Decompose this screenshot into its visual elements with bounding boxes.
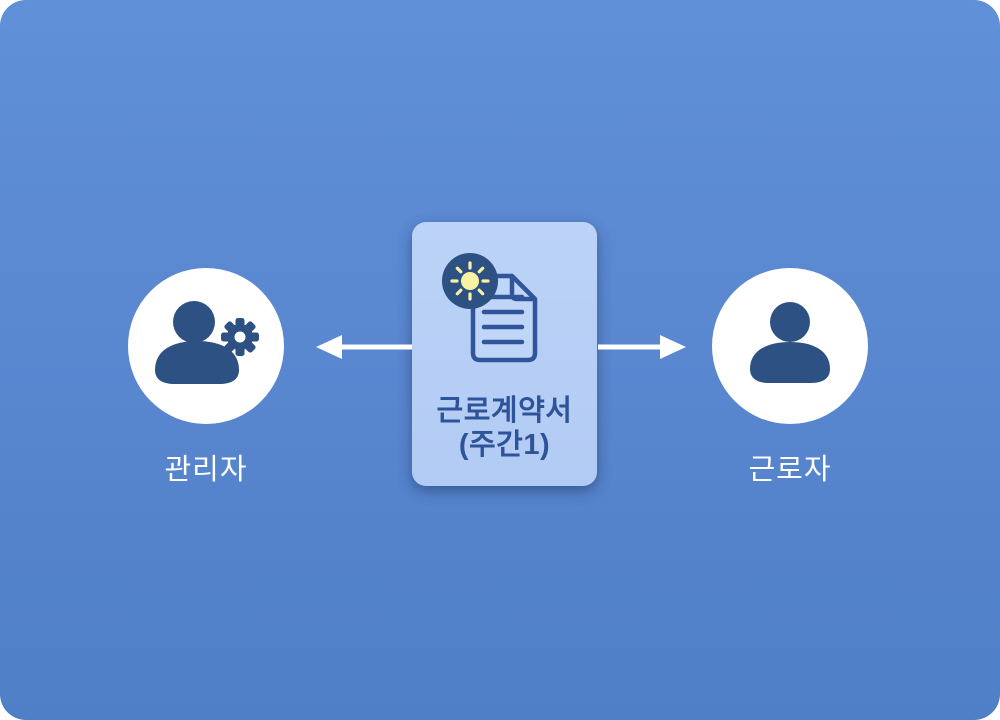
arrow-left-icon: [316, 333, 412, 361]
admin-label: 관리자: [164, 454, 248, 486]
user-gear-icon: [151, 294, 261, 399]
sun-badge-icon: [442, 253, 498, 309]
arrow-right-icon: [598, 333, 686, 361]
contract-card-title: 근로계약서 (주간1): [412, 394, 597, 462]
contract-card: 근로계약서 (주간1): [412, 222, 597, 486]
user-icon: [745, 296, 835, 397]
contract-title-line2: (주간1): [458, 429, 551, 461]
worker-actor-circle: [712, 268, 868, 424]
contract-title-line1: 근로계약서: [436, 395, 573, 427]
document-sun-badge-icon: [412, 222, 597, 382]
worker-label: 근로자: [748, 454, 832, 486]
document-icon: [470, 273, 538, 363]
admin-actor-circle: [128, 268, 284, 424]
